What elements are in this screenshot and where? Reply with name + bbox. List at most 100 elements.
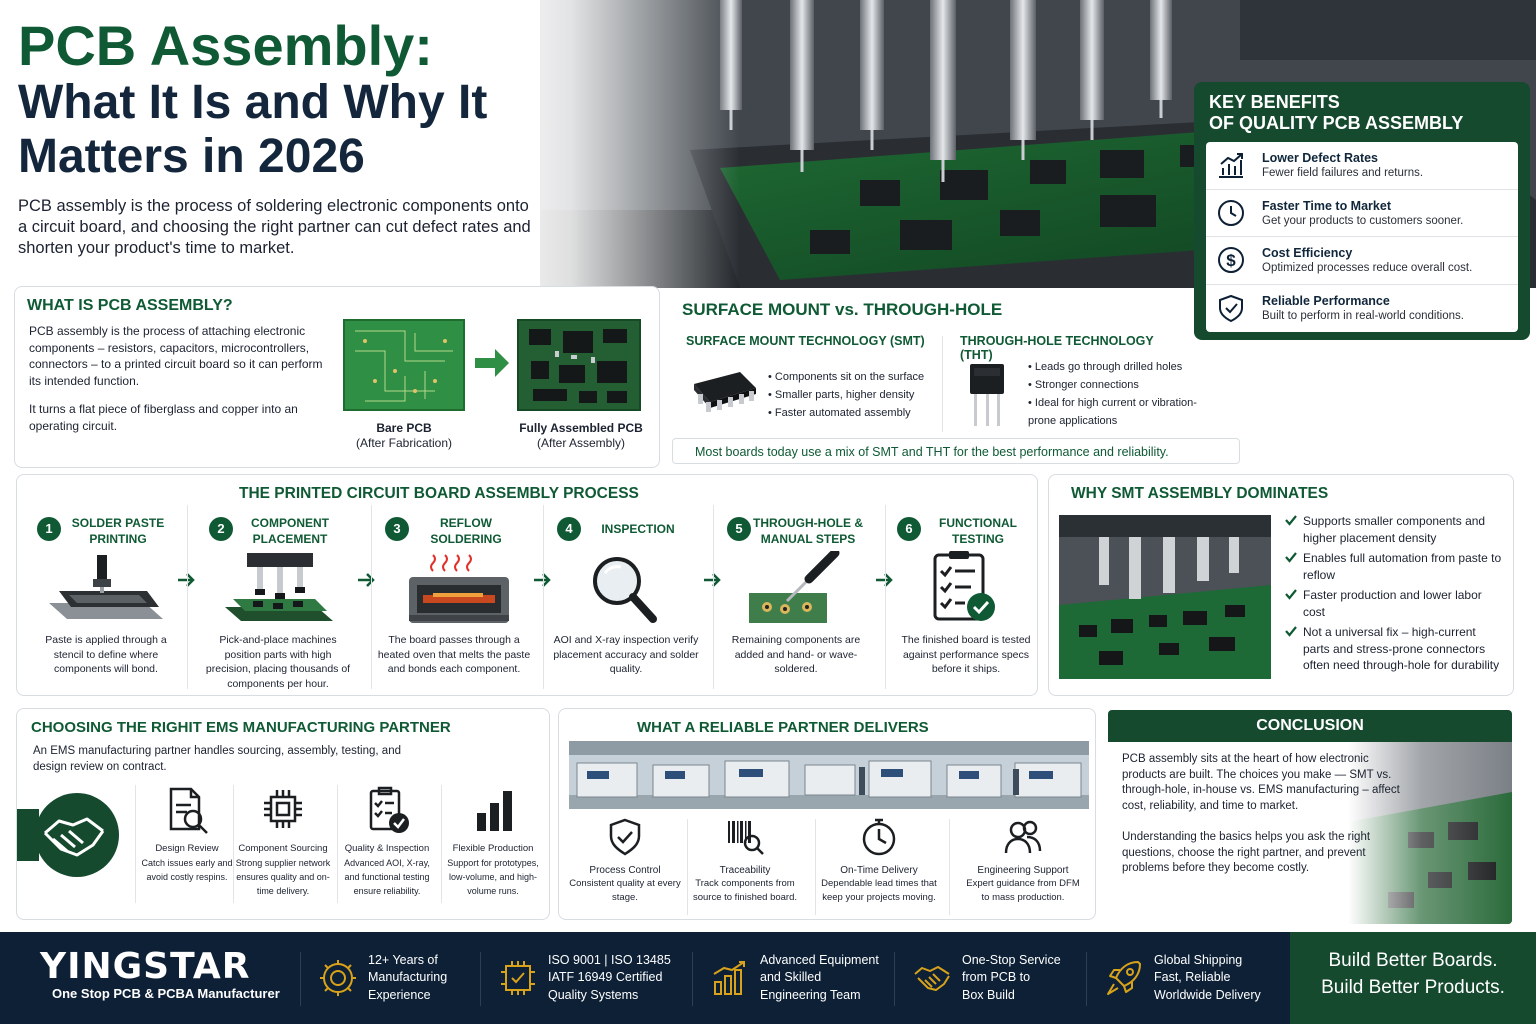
divider — [480, 952, 481, 1006]
arrow-right-icon — [475, 349, 509, 377]
smt-machine-photo — [1059, 515, 1271, 679]
feature-component-sourcing: Component Sourcing Strong supplier netwo… — [235, 785, 331, 898]
dollar-icon: $ — [1218, 247, 1244, 274]
step-number: 1 — [37, 517, 61, 541]
deliverable-desc: Expert guidance from DFM to mass product… — [966, 878, 1080, 903]
why-point: Supports smaller components and higher p… — [1283, 513, 1505, 546]
reliable-partner-section: WHAT A RELIABLE PARTNER DELIVERS Process… — [558, 708, 1096, 920]
footer-line: Quality Systems — [548, 987, 639, 1002]
check-icon — [1285, 626, 1297, 637]
handshake-icon — [914, 966, 950, 991]
stencil-printer-icon — [49, 555, 163, 619]
step-desc: The board passes through a heated oven t… — [377, 634, 531, 675]
why-smt-points: Supports smaller components and higher p… — [1283, 513, 1505, 678]
tht-point: Ideal for high current or vibration-pron… — [1028, 394, 1198, 430]
smt-subtitle: SURFACE MOUNT TECHNOLOGY (SMT) — [686, 334, 925, 348]
what-paragraph-2: It turns a flat piece of fiberglass and … — [29, 402, 298, 433]
chip-icon — [264, 790, 302, 828]
step-number: 3 — [385, 517, 409, 541]
benefit-title: Faster Time to Market — [1262, 198, 1391, 213]
step-desc: AOI and X-ray inspection verify placemen… — [553, 634, 699, 675]
benefit-desc: Built to perform in real-world condition… — [1262, 310, 1464, 323]
feature-desc: Advanced AOI, X-ray, and functional test… — [344, 858, 430, 896]
footer-bar: YINGSTAR One Stop PCB & PCBA Manufacture… — [0, 932, 1536, 1024]
stopwatch-icon — [862, 818, 896, 856]
step-desc: Paste is applied through a stencil to de… — [45, 634, 167, 675]
feature-desc: Catch issues early and avoid costly resp… — [141, 858, 233, 882]
why-point-text: Enables full automation from paste to re… — [1303, 551, 1502, 582]
arrow-right-icon — [178, 573, 195, 587]
deliverable-on-time-delivery: On-Time Delivery Dependable lead times t… — [817, 817, 941, 905]
divider — [815, 819, 816, 915]
section-title: WHAT A RELIABLE PARTNER DELIVERS — [637, 719, 929, 736]
section-title: SURFACE MOUNT vs. THROUGH-HOLE — [682, 300, 1003, 319]
benefit-title: Lower Defect Rates — [1262, 151, 1379, 166]
conclusion-title: CONCLUSION — [1108, 710, 1512, 742]
footer-line: Fast, Reliable — [1154, 970, 1231, 985]
bar-chart-icon — [477, 791, 512, 831]
benefit-title: Reliable Performance — [1262, 294, 1390, 309]
step-title: COMPONENT PLACEMENT — [251, 516, 329, 546]
checklist-icon — [933, 551, 995, 621]
clipboard-check-icon — [369, 786, 409, 833]
feature-title: Design Review — [155, 843, 219, 854]
what-is-pcb-section: WHAT IS PCB ASSEMBLY? PCB assembly is th… — [14, 286, 660, 468]
assembled-pcb-caption: Fully Assembled PCB (After Assembly) — [511, 421, 651, 451]
smt-points: Components sit on the surface Smaller pa… — [768, 368, 924, 422]
step-number: 4 — [557, 517, 581, 541]
rocket-icon — [1107, 961, 1141, 995]
brand-tagline: One Stop PCB & PCBA Manufacturer — [52, 986, 280, 1001]
certificate-chip-icon — [501, 961, 535, 995]
divider — [1086, 952, 1087, 1006]
bare-pcb-sub: (After Fabrication) — [355, 436, 453, 450]
check-icon — [1285, 589, 1297, 600]
footer-line: Engineering Team — [760, 987, 861, 1002]
title-line-2: What It Is and Why It — [18, 76, 488, 129]
assembled-pcb-components — [529, 329, 627, 403]
arrow-right-icon — [704, 573, 721, 587]
hero-lead: PCB assembly is the process of soldering… — [18, 197, 531, 257]
divider — [543, 505, 544, 689]
divider — [894, 952, 895, 1006]
divider — [687, 819, 688, 915]
conclusion-photo — [1348, 742, 1512, 924]
factory-floor-illustration — [569, 741, 1089, 809]
section-title: WHAT IS PCB ASSEMBLY? — [27, 297, 233, 314]
feature-title: Flexible Production — [452, 843, 534, 854]
divider — [441, 785, 442, 903]
svg-text:$: $ — [1226, 251, 1236, 270]
document-search-icon — [169, 787, 208, 834]
deliverable-title: Process Control — [589, 865, 661, 876]
process-step-1: 1 SOLDER PASTE PRINTING Paste is applied… — [21, 505, 187, 691]
step-title: INSPECTION — [601, 522, 675, 536]
section-title: CHOOSING THE RIGHIT EMS MANUFACTURING PA… — [31, 719, 451, 736]
footer-line: and Skilled — [760, 970, 822, 985]
key-benefits-panel: KEY BENEFITS OF QUALITY PCB ASSEMBLY Low… — [1194, 82, 1530, 340]
smt-chip-icon — [694, 372, 756, 412]
footer-line: IATF 16949 Certified — [548, 970, 663, 985]
divider — [233, 785, 234, 903]
footer-line: Worldwide Delivery — [1154, 987, 1261, 1002]
deliverable-title: On-Time Delivery — [840, 865, 918, 876]
arrow-right-icon — [534, 573, 551, 587]
benefits-title-line-1: KEY BENEFITS — [1209, 92, 1340, 112]
smt-tht-note: Most boards today use a mix of SMT and T… — [672, 438, 1240, 464]
assembled-pcb-image — [517, 319, 641, 411]
conclusion-board-illustration — [1348, 742, 1512, 924]
why-point-text: Faster production and lower labor cost — [1303, 588, 1482, 619]
smt-point: Components sit on the surface — [768, 368, 924, 386]
pick-and-place-icon — [225, 553, 333, 621]
hero-title: PCB Assembly: What It Is and Why It Matt… — [18, 16, 558, 184]
deliverable-desc: Track components from source to finished… — [692, 878, 798, 903]
choosing-partner-section: CHOOSING THE RIGHIT EMS MANUFACTURING PA… — [16, 708, 550, 920]
footer-line: Box Build — [962, 987, 1015, 1002]
chart-up-icon — [1219, 153, 1243, 179]
footer-line: Experience — [368, 987, 431, 1002]
